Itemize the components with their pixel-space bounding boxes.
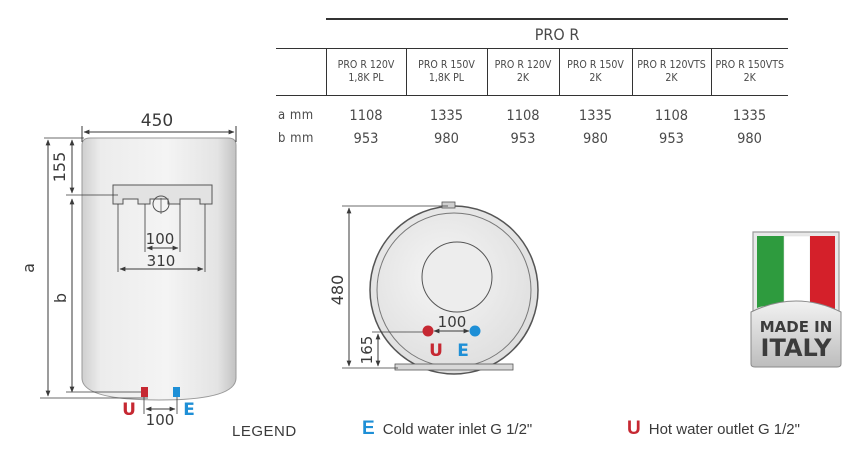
wall-bracket xyxy=(112,184,213,205)
bracket-outer-dimension: 310 xyxy=(147,252,176,270)
legend-hot-text: Hot water outlet G 1/2" xyxy=(648,421,800,438)
row-label: a mm xyxy=(278,108,314,123)
hot-marker-letter: U xyxy=(122,400,136,420)
table-cell: 1335 xyxy=(578,107,613,124)
legend-cold-letter: E xyxy=(362,418,375,439)
series-title: PRO R xyxy=(326,18,789,49)
dimension-a-label: a xyxy=(19,263,38,273)
badge-line-1: MADE IN xyxy=(760,318,833,336)
legend-cold-text: Cold water inlet G 1/2" xyxy=(382,421,533,438)
table-cell: 980 xyxy=(583,130,608,147)
front-view: 450 155 a b 100 310 U E 100 xyxy=(19,111,237,429)
width-dimension: 450 xyxy=(141,111,173,131)
legend: LEGEND E Cold water inlet G 1/2" U Hot wat… xyxy=(0,418,856,448)
heating-flange xyxy=(421,241,493,313)
dim-row-a: a mm 1108 1335 1108 1335 1108 1335 xyxy=(276,96,788,128)
side-pipe-spacing-dimension: 100 xyxy=(438,313,467,331)
series-header-row: PRO R xyxy=(276,18,789,49)
bracket-inner-dimension: 100 xyxy=(146,230,175,248)
table-cell: 1108 xyxy=(349,107,383,124)
cold-marker-letter: E xyxy=(183,400,195,420)
dimension-b-label: b xyxy=(51,293,70,303)
table-cell: 1335 xyxy=(732,107,767,124)
table-cell: 953 xyxy=(510,130,536,147)
table-cell: 980 xyxy=(434,130,459,147)
legend-hot-entry: U Hot water outlet G 1/2" xyxy=(627,418,800,440)
table-cell: 980 xyxy=(737,130,762,147)
legend-cold-entry: E Cold water inlet G 1/2" xyxy=(362,418,532,440)
side-view: 480 165 100 U E xyxy=(328,201,539,375)
table-cell: 1108 xyxy=(654,107,689,124)
table-cell: 953 xyxy=(659,130,684,147)
table-cell: 1108 xyxy=(506,107,540,124)
base-foot xyxy=(394,363,514,371)
row-label: b mm xyxy=(278,131,314,146)
cold-pipe-side xyxy=(469,325,481,337)
legend-hot-letter: U xyxy=(627,418,641,439)
hot-pipe xyxy=(141,387,148,397)
pipe-height-dimension: 165 xyxy=(358,336,376,365)
table-cell: 953 xyxy=(353,130,379,147)
italy-flag-icon xyxy=(757,235,835,321)
hot-pipe-side xyxy=(422,325,434,337)
height-dimension: 480 xyxy=(328,275,347,306)
table-cell: 1335 xyxy=(429,107,464,124)
side-cold-marker-letter: E xyxy=(457,341,469,361)
dim-row-b: b mm 953 980 953 980 953 980 xyxy=(276,127,788,150)
made-in-italy-badge: MADE IN ITALY xyxy=(750,231,842,368)
pipe-spacing-dimension: 100 xyxy=(146,411,175,429)
top-offset-dimension: 155 xyxy=(50,152,69,183)
side-hot-marker-letter: U xyxy=(429,341,443,361)
legend-title: LEGEND xyxy=(232,423,297,440)
cold-pipe xyxy=(173,387,180,397)
badge-line-2: ITALY xyxy=(761,334,833,362)
top-mount xyxy=(441,201,456,209)
